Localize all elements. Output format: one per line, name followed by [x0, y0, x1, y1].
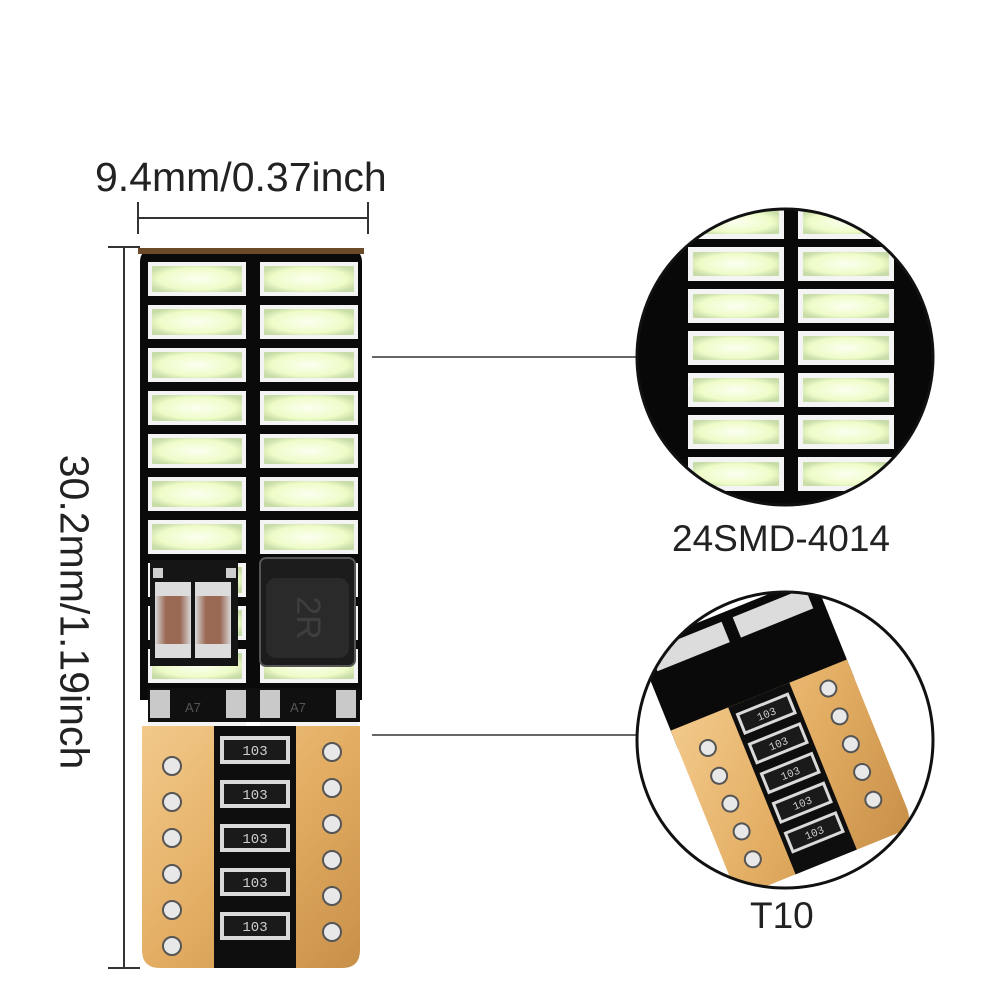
- solder-pad: [732, 822, 751, 841]
- t10-bulb: 2R A7 A7 103 103 103 103 103: [138, 248, 364, 968]
- led-chip-zoom: [732, 592, 814, 638]
- regulator-row: A7 A7: [148, 688, 360, 722]
- led-chip: [260, 434, 358, 468]
- height-dimension: [108, 246, 140, 969]
- led-chip-zoom: [798, 331, 894, 365]
- svg-text:A7: A7: [290, 700, 306, 715]
- width-dimension: [137, 202, 369, 234]
- led-chip: [260, 520, 358, 554]
- led-chip-zoom: [798, 457, 894, 491]
- led-chip: [260, 262, 358, 296]
- solder-pad: [830, 707, 849, 726]
- resistor-marking: 103: [242, 832, 267, 848]
- smd-resistor: 103: [220, 912, 290, 940]
- smd-resistor: 103: [220, 780, 290, 808]
- resistor-marking: 103: [242, 920, 267, 936]
- solder-pad: [819, 679, 838, 698]
- solder-pad: [698, 739, 717, 758]
- led-chip-zoom: [688, 415, 784, 449]
- solder-pad: [864, 790, 883, 809]
- solder-pad: [721, 794, 740, 813]
- smd-resistor-zoom: 103: [771, 781, 833, 824]
- solder-pad: [743, 850, 762, 869]
- solder-pad: [322, 886, 342, 906]
- led-chip-zoom: [798, 373, 894, 407]
- solder-pad: [162, 900, 182, 920]
- solder-pad: [162, 828, 182, 848]
- led-chip: [148, 520, 246, 554]
- svg-text:A7: A7: [185, 700, 201, 715]
- base-callout-label: T10: [750, 895, 814, 936]
- solder-pad: [853, 762, 872, 781]
- inductor-marking: 2R: [289, 596, 327, 639]
- resistor-marking: 103: [242, 788, 267, 804]
- led-chip-zoom: [688, 289, 784, 323]
- smd-resistor-zoom: 103: [759, 751, 821, 795]
- led-chip-zoom: [688, 247, 784, 281]
- led-chip-zoom: [688, 373, 784, 407]
- led-chip: [260, 477, 358, 511]
- led-callout-label: 24SMD-4014: [672, 518, 891, 559]
- led-chip-zoom: [649, 621, 730, 672]
- led-chip: [260, 348, 358, 382]
- solder-pad: [162, 756, 182, 776]
- led-chip: [148, 477, 246, 511]
- led-chip: [148, 391, 246, 425]
- resistor-pair: [150, 560, 238, 666]
- led-chip-zoom: [798, 415, 894, 449]
- led-chip: [260, 391, 358, 425]
- width-label: 9.4mm/0.37inch: [95, 154, 387, 200]
- solder-pad: [322, 850, 342, 870]
- smd-resistor: 103: [220, 868, 290, 896]
- led-chip-zoom: [798, 247, 894, 281]
- solder-pad: [322, 814, 342, 834]
- solder-pad: [162, 792, 182, 812]
- led-chip-zoom: [798, 289, 894, 323]
- solder-pad: [710, 766, 729, 785]
- led-zoom-circle: [635, 207, 935, 507]
- solder-pad: [162, 936, 182, 956]
- solder-pad: [162, 864, 182, 884]
- inductor-chip: 2R: [259, 557, 356, 667]
- solder-pad: [322, 742, 342, 762]
- led-chip: [148, 305, 246, 339]
- led-chip-zoom: [688, 331, 784, 365]
- led-chip: [148, 348, 246, 382]
- led-chip: [260, 305, 358, 339]
- led-chip: [148, 262, 246, 296]
- smd-resistor: 103: [220, 824, 290, 852]
- smd-resistor-zoom: 103: [747, 721, 809, 765]
- led-chip: [148, 434, 246, 468]
- led-chip-zoom: [688, 457, 784, 491]
- resistor-marking: 103: [242, 744, 267, 760]
- smd-resistor-zoom: 103: [735, 692, 798, 735]
- solder-pad: [841, 735, 860, 754]
- smd-resistor: 103: [220, 736, 290, 764]
- smd-resistor-zoom: 103: [783, 810, 845, 854]
- solder-pad: [322, 922, 342, 942]
- height-label: 30.2mm/1.19inch: [51, 454, 98, 770]
- solder-pad: [322, 778, 342, 798]
- contact-pads: [162, 742, 342, 956]
- resistor-stack: 103 103 103 103 103: [220, 736, 290, 940]
- resistor-marking: 103: [242, 876, 267, 892]
